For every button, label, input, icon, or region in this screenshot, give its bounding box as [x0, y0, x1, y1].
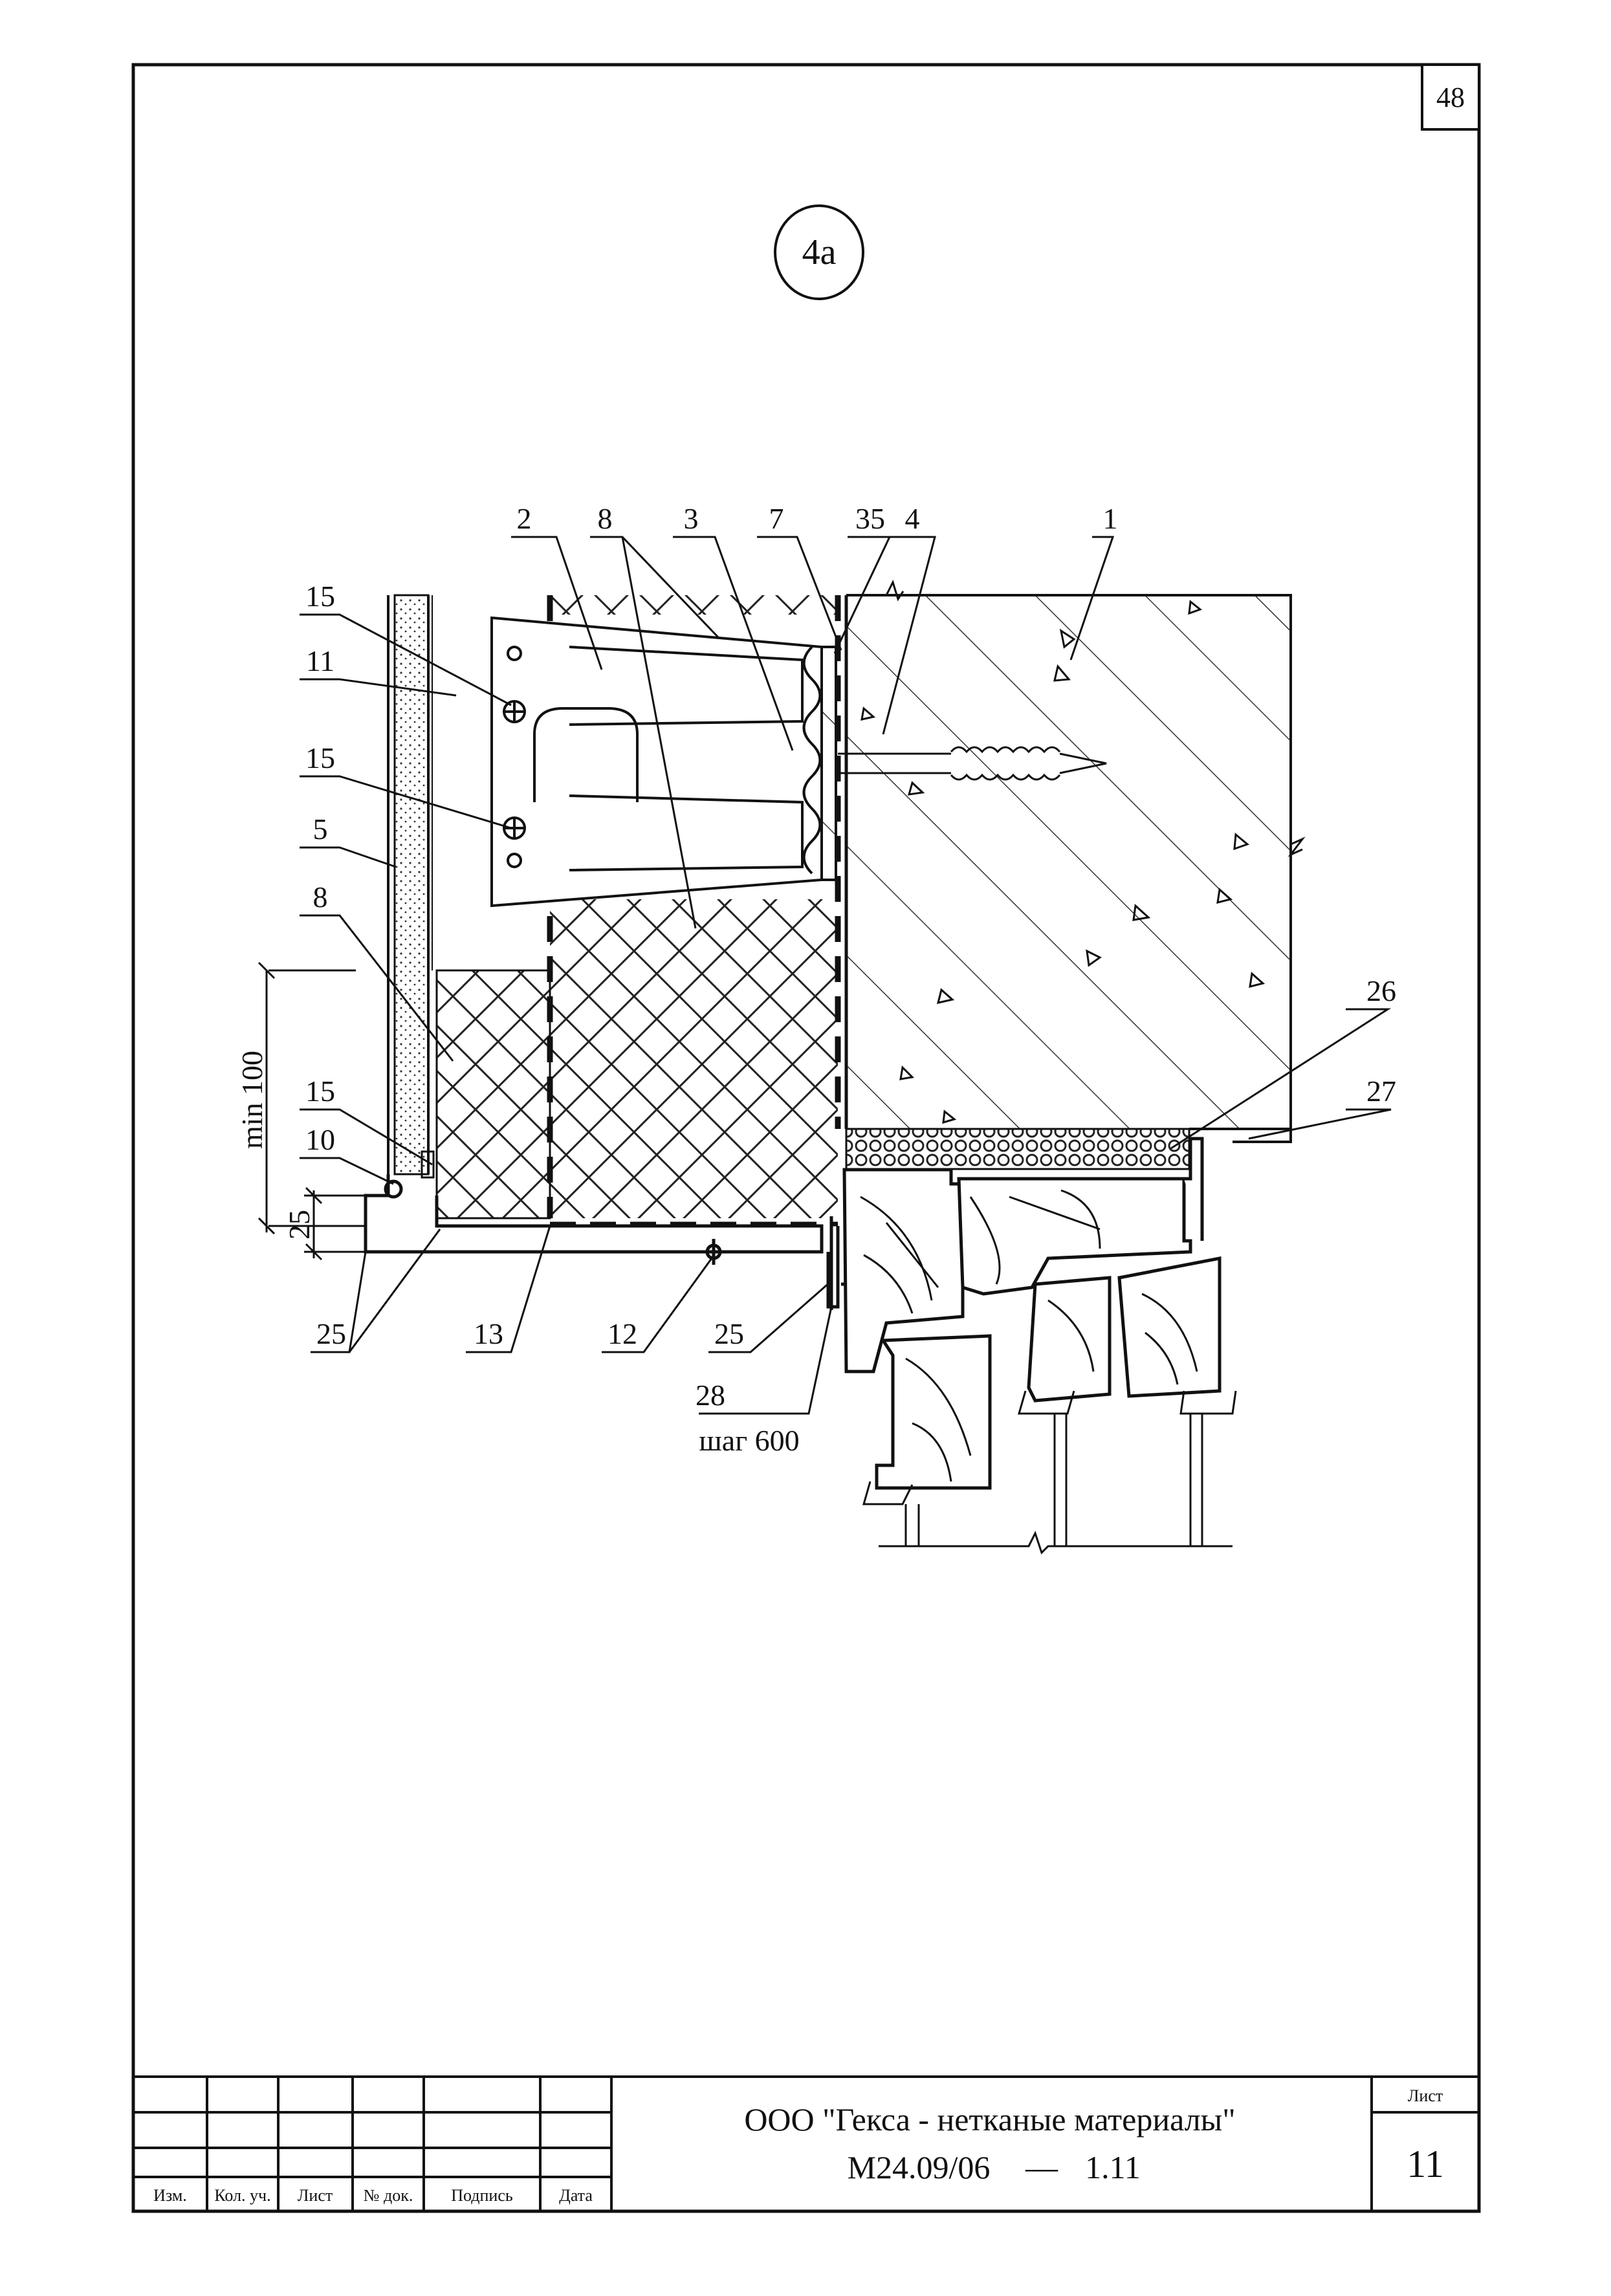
- concrete-wall: [844, 579, 1306, 1129]
- callout-15-bottom: 15: [305, 1075, 335, 1108]
- anchor-dowel: [838, 746, 1107, 781]
- callout-8-left: 8: [313, 880, 328, 913]
- header-signature: Подпись: [451, 2186, 513, 2205]
- title-block: [132, 2075, 1480, 2213]
- sheet-code: 1.11: [1085, 2149, 1141, 2185]
- callout-15-mid: 15: [305, 741, 335, 774]
- callout-10: 10: [305, 1123, 335, 1156]
- callout-step: шаг 600: [699, 1424, 799, 1457]
- callout-8-top: 8: [598, 502, 613, 535]
- sill-line: [1189, 1128, 1292, 1143]
- callout-13: 13: [474, 1317, 503, 1350]
- facade-cladding: [387, 594, 435, 1179]
- wall-bracket: [490, 616, 837, 908]
- sheet-label: Лист: [1408, 2086, 1443, 2105]
- callout-25-left: 25: [316, 1317, 346, 1350]
- callout-26: 26: [1366, 974, 1396, 1007]
- insulation-lower: [435, 969, 551, 1219]
- callout-35: 35: [855, 502, 885, 535]
- sheet-number: 11: [1407, 2143, 1444, 2185]
- page-number: 48: [1436, 82, 1465, 113]
- header-date: Дата: [559, 2186, 593, 2205]
- document-code: М24.09/06: [848, 2149, 991, 2185]
- header-doc-no: № док.: [364, 2186, 413, 2205]
- header-list: Лист: [298, 2186, 333, 2205]
- callout-3: 3: [684, 502, 699, 535]
- callout-12: 12: [608, 1317, 637, 1350]
- callout-15-top: 15: [305, 580, 335, 613]
- title-block-headers: Изм. Кол. уч. Лист № док. Подпись Дата: [153, 2186, 593, 2205]
- callout-7: 7: [769, 502, 784, 535]
- header-izm: Изм.: [153, 2186, 187, 2205]
- page-number-box: 48: [1421, 63, 1480, 131]
- callout-1: 1: [1103, 502, 1118, 535]
- callout-25-right: 25: [714, 1317, 744, 1350]
- window-frame-glazing: [860, 1189, 1237, 1555]
- dimension-lines: [258, 961, 388, 1261]
- callout-11: 11: [306, 644, 334, 677]
- header-kol-uch: Кол. уч.: [214, 2186, 270, 2205]
- wall-section-drawing: min 100 25: [236, 502, 1396, 1555]
- callout-27: 27: [1366, 1075, 1396, 1108]
- callout-5: 5: [313, 813, 328, 846]
- leader-lines: [300, 536, 1392, 1415]
- detail-mark-label: 4а: [802, 232, 837, 272]
- foam-seal-strip: [845, 1128, 1190, 1170]
- window-frame: [842, 1137, 1222, 1490]
- dimension-min100: min 100: [236, 1051, 268, 1149]
- callout-4: 4: [905, 502, 920, 535]
- callout-2: 2: [517, 502, 532, 535]
- organization-name: ООО "Гекса - нетканые материалы": [744, 2101, 1235, 2137]
- detail-mark: 4а: [774, 204, 864, 300]
- dimension-25: 25: [283, 1210, 316, 1240]
- code-dash: —: [1025, 2149, 1058, 2185]
- callout-28: 28: [696, 1379, 725, 1412]
